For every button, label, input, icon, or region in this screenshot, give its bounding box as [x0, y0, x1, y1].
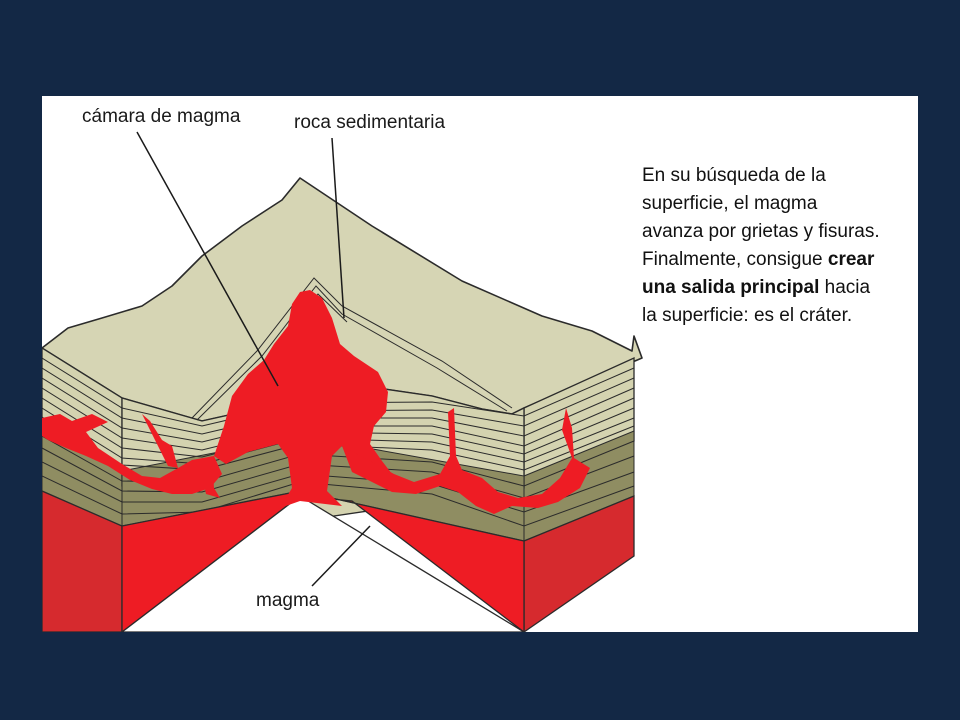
- slide-panel: cámara de magma roca sedimentaria magma …: [42, 96, 918, 632]
- explanation-line-4: Finalmente, consigue crear: [642, 246, 914, 274]
- leader-lines: [136, 131, 371, 587]
- magma-dykes: [42, 408, 590, 514]
- explanation-line-5-text: hacia: [819, 277, 871, 298]
- label-magma: magma: [256, 590, 320, 611]
- explanation-emphasis-crear: crear: [827, 249, 875, 270]
- leader-sedimentary-rock: [331, 137, 345, 319]
- explanation-emphasis-salida: una salida principal: [642, 277, 820, 298]
- volcano-cross-section-diagram: [42, 131, 643, 632]
- front-notch: [120, 495, 526, 632]
- explanation-line-4-text: Finalmente, consigue: [642, 249, 828, 270]
- label-sedimentary-rock: roca sedimentaria: [294, 112, 446, 133]
- explanation-line-2: superficie, el magma: [642, 193, 818, 214]
- leader-magma: [311, 525, 371, 587]
- explanation-line-1: En su búsqueda de la: [642, 165, 826, 186]
- left-face-magma: [42, 490, 123, 632]
- magma-chamber: [214, 290, 392, 508]
- explanation-line-5: una salida principal hacia: [642, 274, 914, 302]
- leader-magma-chamber: [136, 131, 279, 387]
- label-magma-chamber: cámara de magma: [82, 106, 241, 127]
- explanation-line-3: avanza por grietas y fisuras.: [642, 221, 880, 242]
- explanation-text: En su búsqueda de la superficie, el magm…: [642, 162, 914, 330]
- explanation-line-6: la superficie: es el cráter.: [642, 305, 853, 326]
